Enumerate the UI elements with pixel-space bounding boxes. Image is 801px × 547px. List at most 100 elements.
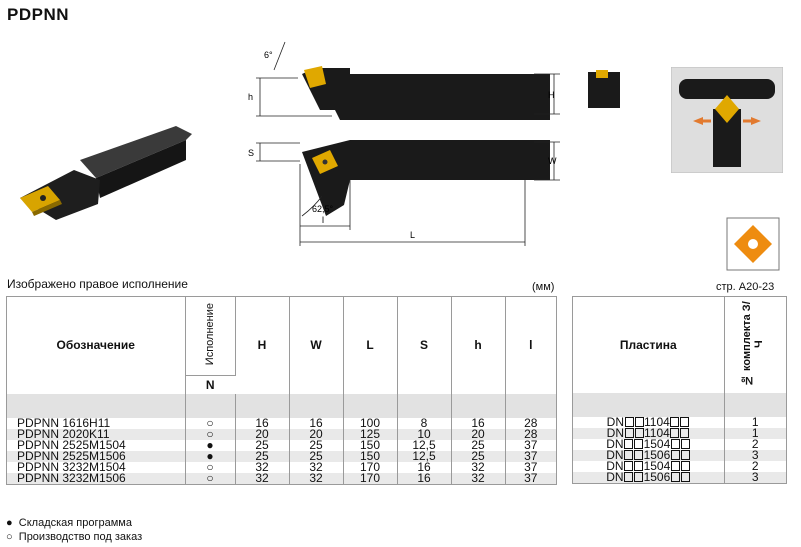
cell-S: 16 <box>397 472 452 484</box>
cell-h: 20 <box>451 428 506 440</box>
cell-W: 20 <box>289 428 344 440</box>
header-S: S <box>397 297 452 394</box>
cell-S: 10 <box>397 428 452 440</box>
end-view-drawing <box>588 70 620 108</box>
cell-H: 32 <box>235 461 290 473</box>
cell-h: 25 <box>451 439 506 451</box>
cell-designation: PDPNN 2525M1506 <box>7 450 186 462</box>
cell-L: 170 <box>343 461 398 473</box>
dim-l: l <box>322 215 324 225</box>
cell-L: 170 <box>343 472 398 484</box>
legend-order: ○ Производство под заказ <box>6 531 143 543</box>
header-l: l <box>505 297 556 394</box>
cell-h: 32 <box>451 461 506 473</box>
cell-h: 16 <box>451 417 506 429</box>
cell-L: 125 <box>343 428 398 440</box>
cell-W: 32 <box>289 461 344 473</box>
cell-H: 32 <box>235 472 290 484</box>
cell-H: 16 <box>235 417 290 429</box>
cell-l: 28 <box>505 428 556 440</box>
version-caption: Изображено правое исполнение <box>7 277 188 291</box>
cell-L: 150 <box>343 439 398 451</box>
cell-set-number: 3 <box>724 449 786 461</box>
cell-W: 16 <box>289 417 344 429</box>
cell-designation: PDPNN 3232M1504 <box>7 461 186 473</box>
arrow-right-icon <box>751 117 761 125</box>
header-insert: Пластина <box>573 297 725 393</box>
cell-l: 28 <box>505 417 556 429</box>
arrow-left-icon <box>693 117 703 125</box>
header-H: H <box>235 297 290 394</box>
cell-l: 37 <box>505 461 556 473</box>
cell-set-number: 3 <box>724 471 786 483</box>
cell-set-number: 1 <box>724 427 786 439</box>
cell-h: 32 <box>451 472 506 484</box>
cell-version: ● <box>185 439 236 451</box>
header-version: Исполнение <box>185 297 236 376</box>
header-W: W <box>289 297 344 394</box>
cell-set-number: 2 <box>724 460 786 472</box>
dim-s: S <box>248 148 254 158</box>
cell-version: ○ <box>185 472 236 484</box>
cell-H: 25 <box>235 439 290 451</box>
cell-H: 20 <box>235 428 290 440</box>
header-version-n: N <box>185 375 235 394</box>
cell-S: 12,5 <box>397 450 452 462</box>
units-label: (мм) <box>532 281 555 293</box>
insert-icon[interactable] <box>726 217 780 271</box>
page-reference-link[interactable]: стр. A20-23 <box>716 281 775 293</box>
spec-table: Обозначение Исполнение H W L S h l N PDP… <box>6 296 557 485</box>
header-designation: Обозначение <box>7 297 186 394</box>
cell-L: 150 <box>343 450 398 462</box>
cell-designation: PDPNN 2020K11 <box>7 428 186 440</box>
cell-designation: PDPNN 1616H11 <box>7 417 186 429</box>
technical-drawing: h 6° S 62,5° l L <box>248 41 550 246</box>
cell-S: 12,5 <box>397 439 452 451</box>
cell-W: 25 <box>289 450 344 462</box>
header-set-number: № комплекта З/Ч <box>724 297 786 393</box>
cell-l: 37 <box>505 450 556 462</box>
cell-set-number: 2 <box>724 438 786 450</box>
operation-diagram <box>671 67 783 173</box>
header-h: h <box>451 297 506 394</box>
tool-3d-illustration <box>20 126 192 220</box>
cell-designation: PDPNN 3232M1506 <box>7 472 186 484</box>
cell-S: 16 <box>397 461 452 473</box>
header-L: L <box>343 297 398 394</box>
cell-version: ○ <box>185 461 236 473</box>
angle-side-label: 62,5° <box>312 204 334 214</box>
dim-h: h <box>248 92 253 102</box>
cell-W: 32 <box>289 472 344 484</box>
angle-top-label: 6° <box>264 50 273 60</box>
dim-L: L <box>410 230 415 240</box>
cell-W: 25 <box>289 439 344 451</box>
cell-H: 25 <box>235 450 290 462</box>
cell-version: ● <box>185 450 236 462</box>
cell-version: ○ <box>185 417 236 429</box>
page-title: PDPNN <box>7 5 70 24</box>
dimension-callouts: H W <box>534 73 560 181</box>
cell-L: 100 <box>343 417 398 429</box>
cell-l: 37 <box>505 439 556 451</box>
dim-H: H <box>548 90 555 100</box>
legend-stock: ● Складская программа <box>6 517 132 529</box>
cell-S: 8 <box>397 417 452 429</box>
cell-designation: PDPNN 2525M1504 <box>7 439 186 451</box>
cell-set-number: 1 <box>724 416 786 428</box>
dim-W: W <box>548 156 557 166</box>
